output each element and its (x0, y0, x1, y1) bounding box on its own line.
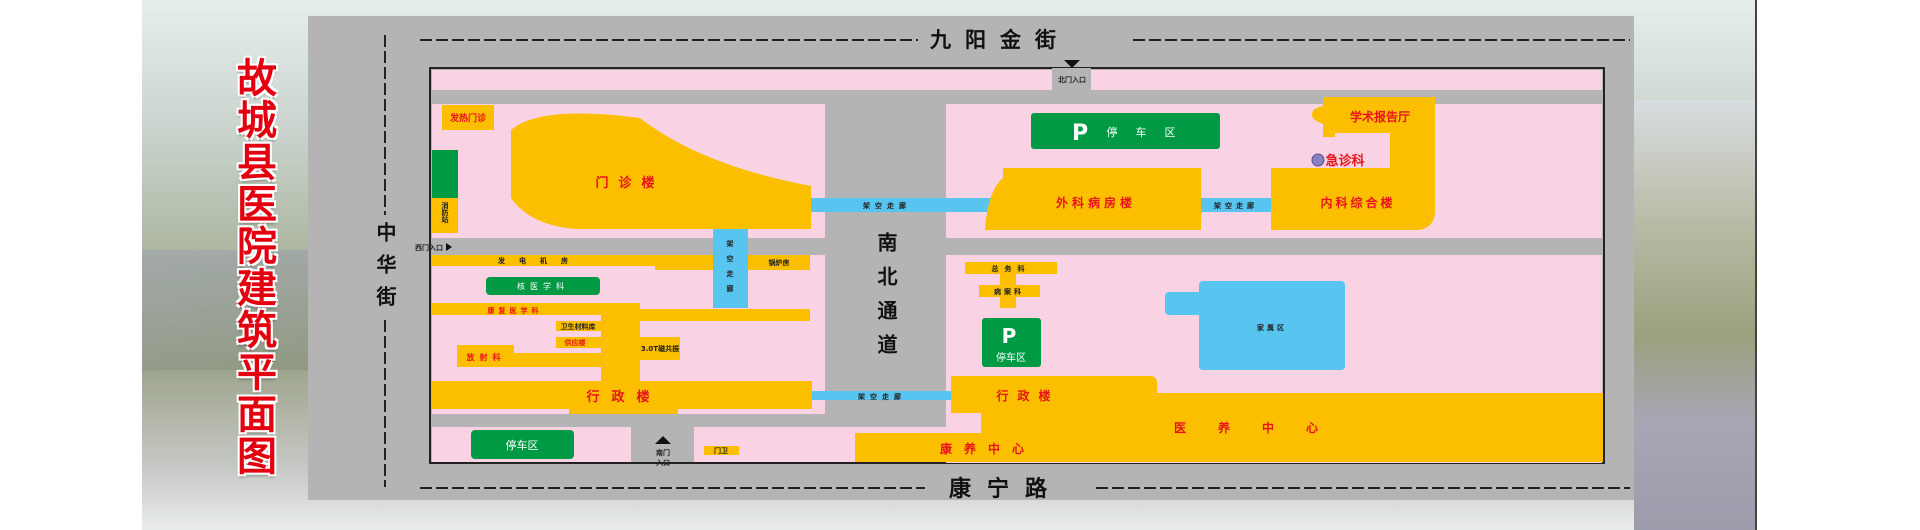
radiology[interactable] (457, 345, 514, 367)
radiology-wing (514, 353, 601, 367)
connector-block (601, 303, 640, 383)
care-center-label: 医养中心 (1174, 420, 1350, 435)
map-title: 故城县医院建筑平面图 (230, 57, 277, 477)
internal-medicine-label: 内科综合楼 (1320, 195, 1395, 210)
rehab-wing (640, 309, 810, 321)
sky-corridor-east-label: 架空走廊 (1213, 201, 1258, 210)
sky-corridor-north (811, 198, 1001, 212)
parking-center-label: 停车区 (996, 351, 1026, 364)
parking-north-label: 停车区 (1107, 125, 1194, 139)
guard-house[interactable] (704, 446, 739, 455)
radiology-label: 放射科 (466, 352, 506, 362)
family-area-label: 家属区 (1257, 323, 1287, 332)
sanitary-storage-label: 卫生材料库 (561, 322, 596, 331)
parking-north-symbol-icon: P (1072, 121, 1088, 146)
fire-station[interactable] (432, 198, 458, 233)
parking-center-symbol-icon: P (1002, 324, 1017, 348)
medical-records-label: 病案科 (994, 287, 1024, 296)
admin-and-care-complex[interactable] (855, 376, 1603, 462)
sky-corridor-south (812, 391, 953, 400)
south-gate-label-1[interactable]: 南门 (656, 448, 670, 457)
parking-north[interactable] (1031, 113, 1220, 149)
west-gate-arrow-icon (446, 243, 452, 251)
parking-south-label: 停车区 (506, 438, 539, 452)
north-gate[interactable] (1052, 68, 1091, 90)
guard-house-label: 门卫 (714, 446, 728, 455)
outpatient-building[interactable] (511, 113, 811, 229)
generator-room-ext (655, 255, 713, 270)
sky-corridor-east (1201, 198, 1271, 212)
general-affairs[interactable] (965, 262, 1057, 274)
north-gate-label: 北门入口 (1058, 75, 1086, 84)
supply-label: 供应楼 (564, 338, 586, 347)
surgery-ward-label: 外科病房楼 (1056, 195, 1136, 210)
internal-medicine-building[interactable] (1271, 97, 1435, 230)
road-label-west: 中华街 (373, 221, 397, 318)
road-label-north: 九阳金街 (929, 27, 1070, 52)
general-affairs-label: 总务科 (992, 264, 1031, 273)
emergency-label[interactable]: 急诊科 (1325, 153, 1364, 169)
sky-corridor-south-label: 架空走廊 (857, 392, 906, 401)
wellness-center-label: 康养中心 (940, 441, 1036, 456)
medical-records[interactable] (979, 285, 1040, 297)
road-dashes (384, 35, 1630, 489)
center-road-label: 南北通道 (874, 232, 898, 368)
sanitary-storage[interactable] (556, 321, 601, 331)
admin-building-west-ext (569, 409, 678, 414)
west-gate-label[interactable]: 西门入口 (415, 243, 443, 252)
lot-north-strip (432, 70, 1602, 90)
rehab-building[interactable] (432, 303, 640, 315)
fire-station-label: 消防站 (441, 201, 449, 224)
emergency-icon (1311, 153, 1325, 167)
parking-center[interactable] (982, 318, 1041, 367)
parking-south[interactable] (471, 430, 574, 459)
aerial-photo-road (142, 250, 312, 370)
admin-east-label: 行政楼 (995, 388, 1059, 403)
south-gate-arrow-icon (655, 436, 671, 444)
aerial-photo-buildings (1634, 100, 1755, 530)
sky-corridor-label: 架空走廊 (862, 201, 911, 210)
family-area[interactable] (1199, 281, 1345, 370)
generator-room-label: 发电机房 (497, 256, 582, 265)
sky-corridor-vertical (713, 229, 748, 308)
road-label-south: 康宁路 (949, 476, 1063, 502)
south-gate-label-2[interactable]: 入口 (655, 459, 670, 467)
generator-room[interactable] (432, 255, 713, 266)
supply-building[interactable] (556, 337, 601, 348)
fever-clinic-label: 发热门诊 (449, 112, 487, 124)
north-gate-arrow-icon (1064, 60, 1080, 68)
admin-west-label: 行政楼 (585, 389, 661, 405)
nuclear-medicine[interactable] (486, 277, 600, 295)
rehab-label: 康复医学科 (488, 306, 543, 315)
surgery-ward-building[interactable] (985, 168, 1201, 230)
admin-building-west[interactable] (432, 381, 812, 409)
boiler-room-label: 锅炉房 (768, 258, 790, 267)
mri-building[interactable] (640, 337, 680, 360)
fever-clinic[interactable] (442, 105, 494, 130)
outpatient-label: 门诊楼 (595, 175, 664, 191)
family-area-annex (1165, 292, 1205, 315)
nuclear-medicine-label: 核医学科 (517, 281, 569, 291)
boiler-room[interactable] (748, 255, 810, 270)
lecture-hall-label[interactable]: 学术报告厅 (1350, 109, 1410, 124)
green-area (432, 150, 458, 198)
mri-label: 3.0T磁共振 (641, 344, 679, 353)
sky-corridor-vertical-label: 架空走廊 (726, 239, 735, 300)
